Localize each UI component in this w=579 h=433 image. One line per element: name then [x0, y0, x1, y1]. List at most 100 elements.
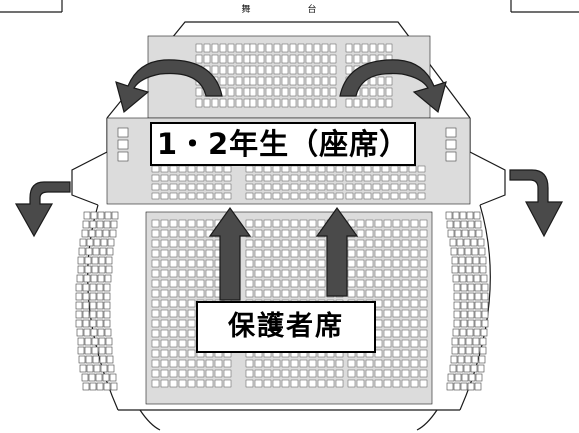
seat-cell — [187, 229, 196, 238]
seat-cell — [196, 259, 205, 268]
seat-cell — [205, 174, 214, 182]
wing-seat — [76, 274, 84, 283]
seat-cell — [290, 174, 299, 182]
wing-seat — [481, 319, 489, 328]
wing-seat — [451, 256, 459, 265]
seat-cell — [289, 43, 297, 53]
seat-cell — [203, 98, 211, 108]
wing-seat — [92, 355, 100, 364]
seat-cell — [151, 299, 160, 308]
wing-seat — [89, 283, 97, 292]
seat-cell — [196, 379, 205, 388]
seat-cell — [169, 299, 178, 308]
seat-cell — [419, 289, 428, 298]
wing-seat — [104, 211, 112, 220]
seat-cell — [374, 359, 383, 368]
seat-cell — [419, 269, 428, 278]
seat-cell — [178, 359, 187, 368]
wing-seat — [102, 373, 110, 382]
seat-cell — [290, 183, 299, 191]
arrows — [14, 59, 563, 301]
seat-cell — [383, 259, 392, 268]
seat-cell — [385, 76, 393, 86]
seat-cell — [392, 239, 401, 248]
seat-cell — [289, 87, 297, 97]
seat-cell — [254, 183, 263, 191]
wing-seat — [100, 238, 108, 247]
seat-cell — [281, 359, 290, 368]
seat-cell — [151, 279, 160, 288]
seat-cell — [329, 43, 337, 53]
wing-seat — [465, 346, 473, 355]
seat-cell — [245, 165, 254, 173]
seat-cell — [196, 174, 205, 182]
wing-seat — [96, 310, 104, 319]
seat-cell — [317, 249, 326, 258]
seat-cell — [195, 98, 203, 108]
seat-cell — [392, 299, 401, 308]
seat-cell — [392, 359, 401, 368]
seat-cell — [196, 229, 205, 238]
wing-seat — [83, 328, 91, 337]
seat-cell — [335, 174, 344, 182]
wing-seat — [458, 337, 466, 346]
seat-cell — [160, 165, 169, 173]
seat-cell — [169, 309, 178, 318]
seat-cell — [223, 359, 232, 368]
seat-cell — [265, 76, 273, 86]
wing-seat — [452, 211, 460, 220]
seat-cell — [374, 279, 383, 288]
seat-cell — [169, 359, 178, 368]
wing-seat — [77, 346, 85, 355]
seat-cell — [254, 165, 263, 173]
seat-cell — [281, 259, 290, 268]
seat-cell — [205, 259, 214, 268]
seat-cell — [308, 249, 317, 258]
seat-cell — [254, 279, 263, 288]
seat-cell — [363, 165, 372, 173]
seat-cell — [313, 54, 321, 64]
seat-cell — [392, 309, 401, 318]
seat-cell — [243, 43, 251, 53]
seat-cell — [401, 369, 410, 378]
seat-cell — [410, 229, 419, 238]
wing-seat — [103, 220, 111, 229]
seat-cell — [223, 369, 232, 378]
seat-cell — [383, 319, 392, 328]
seat-cell — [178, 239, 187, 248]
seat-cell — [289, 98, 297, 108]
wing-seat — [466, 328, 474, 337]
seat-cell — [383, 339, 392, 348]
wing-seat — [85, 355, 93, 364]
seat-cell — [169, 319, 178, 328]
seat-cell — [214, 192, 223, 200]
seat-cell — [383, 289, 392, 298]
seat-cell — [321, 54, 329, 64]
side-seat — [117, 139, 129, 150]
seat-cell — [187, 349, 196, 358]
seat-cell — [347, 239, 356, 248]
seat-cell — [196, 369, 205, 378]
wing-seat — [457, 355, 465, 364]
seat-cell — [390, 165, 399, 173]
wing-seat — [449, 364, 457, 373]
seat-cell — [326, 174, 335, 182]
wing-seat — [91, 265, 99, 274]
seat-cell — [272, 369, 281, 378]
seat-cell — [160, 289, 169, 298]
seat-cell — [169, 249, 178, 258]
seat-cell — [245, 269, 254, 278]
seat-cell — [401, 359, 410, 368]
seat-cell — [305, 54, 313, 64]
wing-seat — [91, 256, 99, 265]
wing-seat — [78, 355, 86, 364]
seat-cell — [205, 369, 214, 378]
seat-cell — [160, 192, 169, 200]
seat-cell — [245, 174, 254, 182]
seat-cell — [401, 309, 410, 318]
seat-cell — [392, 369, 401, 378]
seat-cell — [245, 192, 254, 200]
seat-cell — [377, 87, 385, 97]
seat-cell — [374, 259, 383, 268]
wing-seat — [449, 238, 457, 247]
